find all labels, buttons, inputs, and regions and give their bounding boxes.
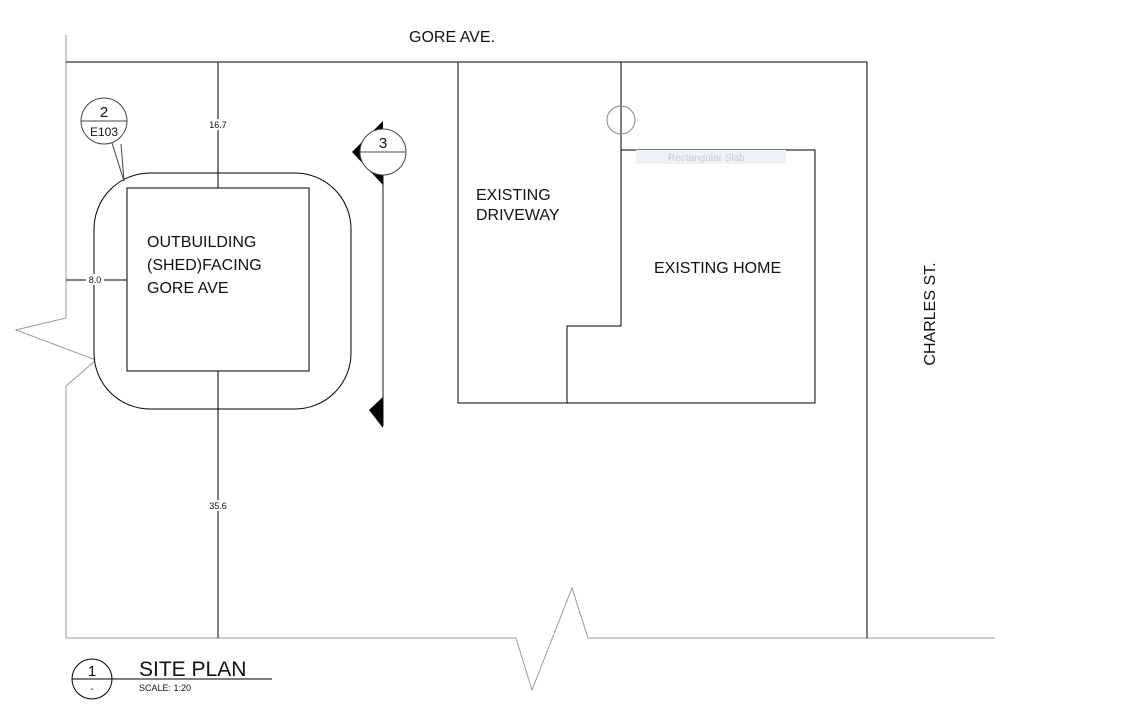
east-street-label: CHARLES ST. <box>922 262 939 365</box>
detail-callout[interactable]: 2 E103 <box>80 97 150 182</box>
north-street-label: GORE AVE. <box>409 29 495 46</box>
detail-callout-sheet: E103 <box>90 125 118 139</box>
west-setback-dimension: 8.0 <box>89 275 102 285</box>
north-setback-dimension: 16.7 <box>209 120 227 130</box>
property-boundary <box>66 61 868 638</box>
south-setback-dimension: 35.6 <box>209 501 227 511</box>
outbuilding-label-line3: GORE AVE <box>147 280 229 297</box>
view-number: 1 <box>88 663 96 680</box>
section-marker[interactable]: 3 <box>352 121 407 428</box>
section-bottom-arrow <box>369 397 383 428</box>
outbuilding-footprint <box>126 187 310 372</box>
slab-tag-background <box>636 150 786 164</box>
west-dim-mask <box>86 274 104 285</box>
view-sheet: - <box>90 684 93 695</box>
existing-driveway-outline <box>457 62 622 404</box>
drawing-title: SITE PLAN <box>139 658 246 681</box>
detail-callout-leader <box>111 142 125 182</box>
outbuilding-label-line1: OUTBUILDING <box>147 234 256 251</box>
detail-callout-number: 2 <box>100 104 108 121</box>
west-break-line <box>14 35 97 638</box>
north-dim-mask <box>206 119 230 130</box>
drawing-scale: SCALE: 1:20 <box>139 683 191 693</box>
section-marker-number: 3 <box>379 135 387 152</box>
south-dim-mask <box>205 500 231 511</box>
existing-home-label: EXISTING HOME <box>654 260 781 277</box>
slab-tag-text: Rectangular Slab <box>668 153 745 164</box>
driveway-label-line1: EXISTING <box>476 187 551 204</box>
driveway-label-line2: DRIVEWAY <box>476 207 560 224</box>
title-block: 1 - SITE PLAN SCALE: 1:20 <box>71 658 272 700</box>
slab-marker-circle <box>606 105 636 135</box>
south-break-line <box>66 586 995 692</box>
outbuilding-label-line2: (SHED)FACING <box>147 257 262 274</box>
